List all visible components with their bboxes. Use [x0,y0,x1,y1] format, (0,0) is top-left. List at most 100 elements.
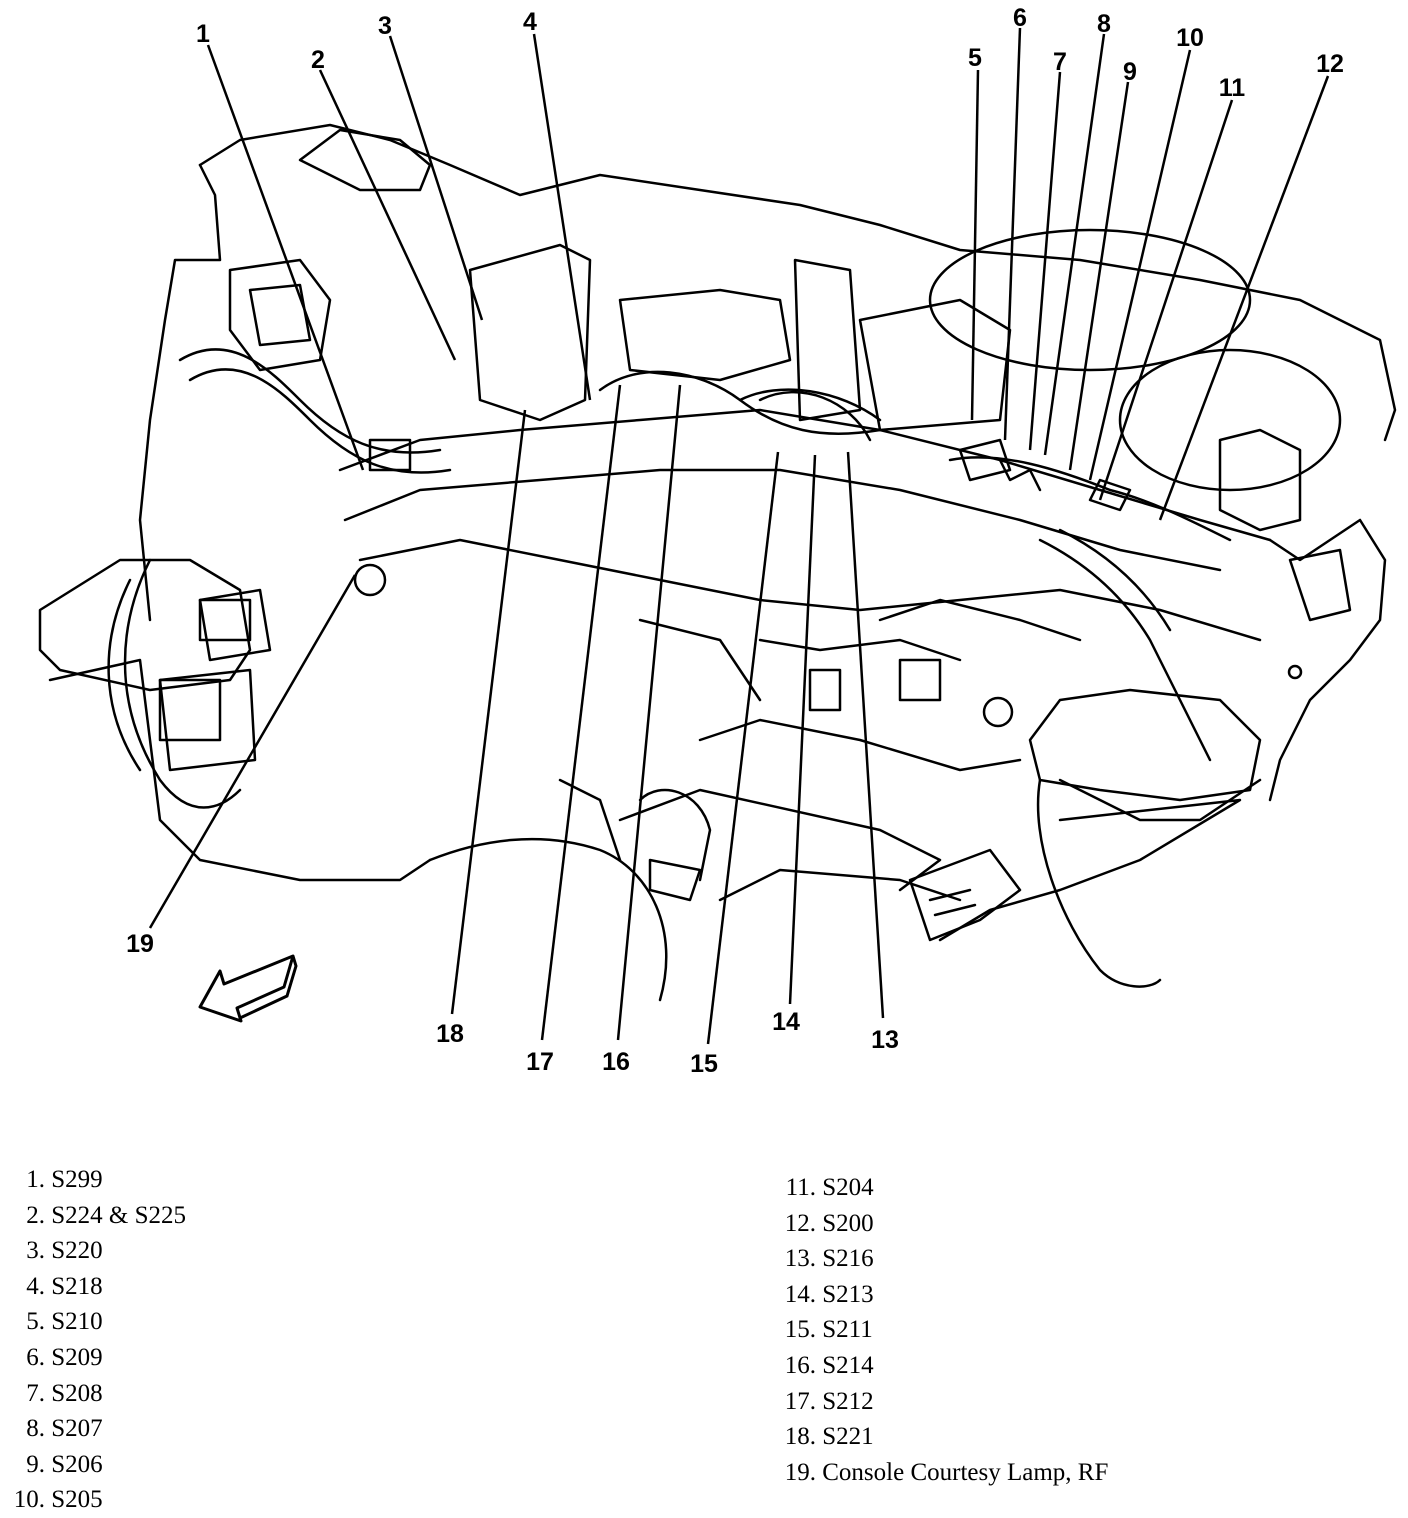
callout-5: 5 [968,44,982,72]
callout-4: 4 [523,8,537,36]
leader-line-8 [1043,33,1106,456]
legend-item: 16. S214 [772,1348,1108,1384]
legend-item: 13. S216 [772,1241,1108,1277]
legend-number: 4. [26,1272,45,1300]
leader-line-11 [1098,99,1234,501]
callout-2: 2 [311,46,325,74]
legend-item: 11. S204 [772,1170,1108,1206]
legend-item: 19. Console Courtesy Lamp, RF [772,1455,1109,1491]
legend-item: 15. S211 [772,1312,1108,1348]
callout-3: 3 [378,12,392,40]
legend-label: S213 [822,1280,874,1308]
leader-lines [148,27,1330,1045]
callout-17: 17 [526,1048,554,1076]
leader-line-2 [318,69,457,361]
callout-10: 10 [1176,24,1204,52]
legend-label: S205 [51,1486,103,1514]
legend-number: 7. [26,1379,45,1407]
legend-number: 3. [26,1237,45,1265]
legend-label: S211 [822,1316,873,1344]
legend-label: S207 [51,1415,103,1443]
leader-line-4 [532,33,592,401]
legend-left-column: 1. S299 2. S224 & S225 3. S220 4. S218 5… [4,1162,186,1518]
legend-number: 18. [784,1423,816,1451]
legend-number: 9. [26,1450,45,1478]
leader-line-9 [1068,81,1130,471]
legend-number: 5. [26,1308,45,1336]
legend-number: 10. [13,1486,45,1514]
legend-label: S224 & S225 [51,1201,187,1229]
callout-15: 15 [690,1050,718,1078]
leader-line-15 [706,451,780,1045]
leader-line-7 [1028,71,1062,451]
callout-9: 9 [1123,58,1137,86]
instrument-panel-drawing [38,123,1397,1002]
leader-line-13 [846,451,885,1019]
legend-item: 18. S221 [772,1419,1108,1455]
legend-label: S218 [51,1272,103,1300]
legend-label: S220 [51,1237,103,1265]
legend-number: 11. [785,1174,816,1201]
callout-1: 1 [196,20,210,48]
legend-item: 10. S205 [4,1482,186,1518]
leader-line-17 [540,384,622,1041]
legend-item: 4. S218 [4,1269,186,1305]
legend-number: 1. [26,1166,45,1193]
legend-number: 17. [784,1387,816,1415]
legend-number: 14. [784,1280,816,1308]
leader-line-3 [388,35,484,321]
front-direction-arrow-icon [198,954,298,1023]
leader-line-12 [1158,75,1330,521]
leader-line-5 [970,69,980,421]
legend-right-column: 11. S204 12. S200 13. S216 14. S213 15. … [772,1170,1109,1491]
legend-label: S206 [51,1450,103,1478]
callout-16: 16 [602,1048,630,1076]
legend-label: S299 [51,1166,103,1193]
legend-item: 14. S213 [772,1277,1108,1313]
leader-line-19 [148,574,357,929]
legend-label: S200 [822,1209,874,1237]
callout-11: 11 [1219,74,1246,102]
legend-item: 17. S212 [772,1384,1108,1420]
legend-label: S212 [822,1387,874,1415]
legend-number: 13. [784,1245,816,1273]
leader-line-14 [788,454,817,1005]
legend-item: 6. S209 [4,1340,186,1376]
callout-13: 13 [871,1026,899,1054]
legend-label: Console Courtesy Lamp, RF [822,1458,1109,1486]
legend-number: 2. [26,1201,45,1229]
callout-6: 6 [1013,4,1027,32]
callout-8: 8 [1097,10,1111,38]
legend-item: 8. S207 [4,1411,186,1447]
legend-label: S210 [51,1308,103,1336]
legend-item: 1. S299 [4,1162,186,1198]
legend-label: S208 [51,1379,103,1407]
legend-label: S204 [822,1174,874,1201]
legend-number: 6. [26,1343,45,1371]
legend-item: 5. S210 [4,1304,186,1340]
legend-item: 9. S206 [4,1447,186,1483]
legend-item: 12. S200 [772,1206,1108,1242]
leader-line-18 [450,409,527,1015]
legend-number: 12. [784,1209,816,1237]
legend-item: 2. S224 & S225 [4,1198,186,1234]
leader-line-1 [206,44,365,471]
callout-14: 14 [772,1008,800,1036]
legend-label: S214 [822,1351,874,1379]
callout-18: 18 [436,1020,464,1048]
callout-7: 7 [1053,48,1067,76]
callout-labels: 1 2 3 4 5 6 7 8 9 10 11 12 13 14 15 16 1… [126,4,1344,1078]
legend-item: 7. S208 [4,1376,186,1412]
legend-number: 19. [784,1458,816,1486]
wiring-harness-diagram: 1 2 3 4 5 6 7 8 9 10 11 12 13 14 15 16 1… [38,4,1397,1078]
legend-label: S221 [822,1423,874,1451]
callout-19: 19 [126,930,154,958]
legend-number: 15. [784,1316,816,1344]
legend-label: S216 [822,1245,874,1273]
legend-label: S209 [51,1343,103,1371]
legend-item: 3. S220 [4,1233,186,1269]
callout-12: 12 [1316,50,1344,78]
leader-line-16 [616,384,682,1041]
legend-number: 16. [784,1351,816,1379]
leader-line-6 [1003,27,1022,441]
